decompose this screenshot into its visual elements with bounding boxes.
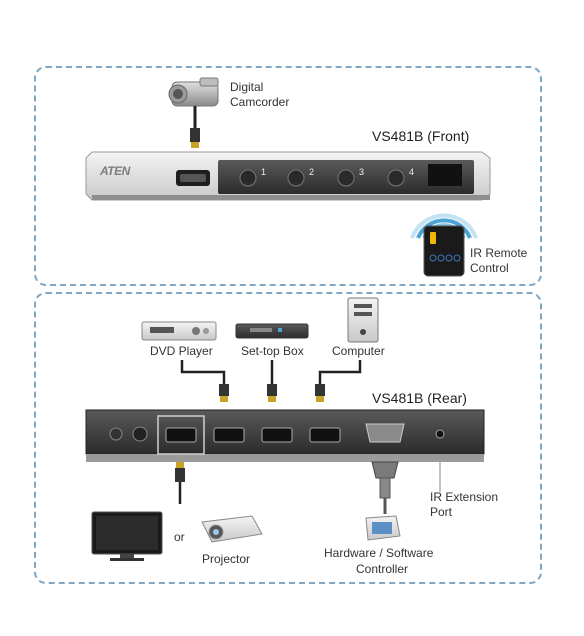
controller-icon: [365, 515, 401, 541]
port-number-4: 4: [409, 167, 415, 177]
dvd-player-icon: [141, 321, 217, 341]
front-device-title: VS481B (Front): [372, 128, 470, 144]
ir-extension-port-label-line1: IR Extension: [430, 490, 499, 504]
display-or-label: or: [174, 530, 185, 544]
vs481b-front-device: [85, 151, 491, 201]
camcorder-icon: [168, 77, 219, 107]
computer-icon: [347, 297, 379, 343]
camcorder-label-line2: Camcorder: [230, 95, 290, 109]
front-panel-frame: [34, 66, 542, 286]
output-hdmi-cable: [175, 462, 185, 504]
ir-extension-port-label-line2: Port: [430, 505, 453, 519]
camcorder-hdmi-cable: [190, 106, 200, 148]
port-number-3: 3: [359, 167, 365, 177]
controller-label-line1: Hardware / Software: [324, 546, 434, 560]
vs481b-rear-device: [85, 409, 485, 462]
monitor-icon: [91, 511, 163, 561]
remote-label-line2: Control: [470, 261, 509, 275]
remote-label-line1: IR Remote: [470, 246, 528, 260]
set-top-box-icon: [235, 323, 309, 339]
port-number-1: 1: [261, 167, 267, 177]
ir-remote-icon: [423, 225, 465, 277]
camcorder-label-line1: Digital: [230, 80, 264, 94]
port-number-2: 2: [309, 167, 315, 177]
controller-label-line2: Controller: [356, 562, 409, 576]
source-label-dvd-player: DVD Player: [150, 344, 213, 358]
aten-logo: ATEN: [100, 164, 130, 178]
projector-icon: [201, 515, 263, 543]
source-cables: [180, 360, 362, 402]
source-label-computer: Computer: [332, 344, 385, 358]
projector-label: Projector: [202, 552, 251, 566]
serial-cable: [371, 461, 399, 514]
source-label-set-top-box: Set-top Box: [241, 344, 304, 358]
rear-panel-frame: [34, 292, 542, 584]
rear-device-title: VS481B (Rear): [372, 390, 467, 406]
